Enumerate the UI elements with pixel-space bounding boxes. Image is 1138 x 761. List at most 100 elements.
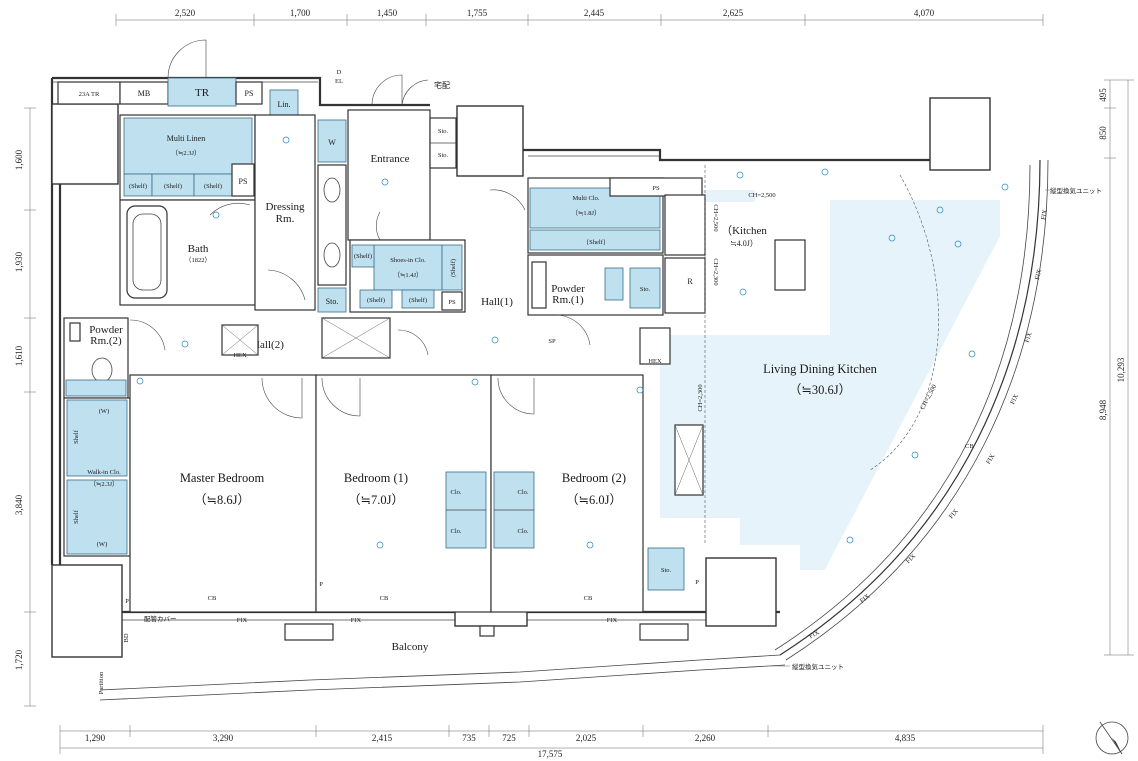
hex-hall2-label: HEX: [233, 352, 247, 359]
bath-label: Bath: [188, 243, 209, 255]
vent-unit-top-label: 縦型換気ユニット: [1050, 186, 1102, 195]
north-compass-icon: [1095, 721, 1129, 755]
balcony-label: Balcony: [392, 641, 429, 653]
tr-label: TR: [195, 87, 210, 99]
master-bedroom: Master Bedroom （≒8.6J） CB: [129, 374, 317, 613]
sto-entrance-2: Sto.: [438, 152, 449, 159]
balcony: Balcony 配管カバー BD Partition 縦型換気ユニット 縦型換気…: [98, 186, 1102, 694]
powder-room-2: Powder Rm.(2): [63, 317, 129, 399]
fix-arc-8: FIX: [859, 593, 872, 605]
bedroom2-label: Bedroom (2): [562, 471, 626, 485]
shelf-linen-2: (Shelf): [164, 183, 182, 190]
multi-linen-label: Multi Linen: [167, 134, 205, 143]
dim-bottom-7: 2,260: [695, 733, 716, 743]
bedroom1-size: （≒7.0J）: [348, 493, 404, 507]
fix-3: FIX: [607, 617, 618, 624]
multi-closet: Multi Clo. （≒1.8J） [Shelf] PS: [527, 177, 703, 254]
column-sw: [51, 564, 123, 658]
walkin-shelf-1: Shelf: [73, 429, 80, 444]
clo-bedroom1-1: Clo.: [450, 489, 461, 496]
pipe-cover-label: 配管カバー: [144, 614, 177, 623]
ch-2500-kitchen-v: CH=2,500: [712, 204, 719, 231]
fix-arc-5: FIX: [985, 453, 997, 466]
left-dimension-line: 1,600 1,930 1,610 3,840 1,720: [14, 107, 36, 707]
hall1-label: Hall(1): [481, 296, 513, 308]
ps-shoes-label: PS: [448, 299, 456, 306]
hall-2: Hall(2) HEX HEX SP: [129, 317, 671, 365]
sto-powder1-label: Sto.: [640, 286, 651, 293]
dim-top-5: 2,445: [584, 8, 605, 18]
kitchen-label-1: （Kitchen: [721, 224, 767, 237]
powder1-label-1: Powder: [551, 283, 585, 295]
vent-unit-bottom-label: 縦型換気ユニット: [792, 662, 844, 671]
cb-master-label: CB: [208, 595, 217, 602]
corner-code-label: 23A TR: [79, 91, 100, 98]
ceiling-light-symbols: [136, 136, 1009, 549]
shelf-shoes-3: (Shelf): [409, 297, 427, 304]
fix-2: FIX: [351, 617, 362, 624]
dressing-room: Dressing Rm. W Sto.: [254, 114, 347, 313]
ch-2500-kitchen: CH=2,500: [748, 192, 775, 199]
hex-ldk-label: HEX: [648, 358, 662, 365]
dim-bottom-4: 735: [462, 733, 476, 743]
walkin-w-label-1: (W): [99, 408, 109, 415]
refrigerator-label: R: [687, 277, 693, 286]
dim-left-1: 1,600: [14, 149, 24, 170]
cb-bedroom1-label: CB: [380, 595, 389, 602]
fix-arc-3: FIX: [1024, 331, 1034, 344]
dim-left-5: 1,720: [14, 649, 24, 670]
shelf-linen-3: (Shelf): [204, 183, 222, 190]
dim-left-4: 3,840: [14, 494, 24, 515]
master-bedroom-label: Master Bedroom: [180, 471, 265, 485]
hall-1: Hall(1): [481, 189, 526, 308]
cb-ldk-label: CB: [965, 443, 974, 450]
entrance-label: Entrance: [370, 153, 409, 165]
dim-bottom-3: 2,415: [372, 733, 393, 743]
column-se: [705, 557, 777, 627]
powder1-label-2: Rm.(1): [552, 294, 584, 306]
fix-arc-4: FIX: [1009, 393, 1020, 406]
walk-in-closet: (W) Walk-in Clo. （≒2.3J） (W) Shelf Shelf: [63, 397, 131, 557]
multi-linen-closet: Multi Linen （≒2.3J） (Shelf) (Shelf) (She…: [119, 114, 256, 201]
clo-bedroom1-2: Clo.: [450, 528, 461, 535]
dim-top-3: 1,450: [377, 8, 398, 18]
shoes-clo-label: Shoes-in Clo.: [390, 257, 426, 264]
fix-arc-7: FIX: [905, 553, 918, 566]
p-bedroom2-label: P: [695, 579, 699, 586]
dressing-label-2: Rm.: [276, 213, 295, 225]
partition-label: Partition: [98, 671, 105, 694]
shelf-shoes-2: (Shelf): [367, 297, 385, 304]
multi-linen-size: （≒2.3J）: [171, 149, 200, 157]
sp-label: SP: [548, 338, 556, 345]
master-bedroom-size: （≒8.6J）: [194, 493, 250, 507]
el-symbol-label: EL: [335, 78, 343, 85]
sto-dressing-label: Sto.: [326, 297, 339, 306]
bedroom-1: Bedroom (1) （≒7.0J） Clo. Clo. CB: [315, 374, 492, 613]
dim-right-2: 850: [1098, 126, 1108, 140]
mb-label: MB: [138, 89, 150, 98]
clo-bedroom2-1: Clo.: [517, 489, 528, 496]
dressing-label-1: Dressing: [265, 201, 305, 213]
shelf-linen-1: (Shelf): [129, 183, 147, 190]
shelf-shoes-vertical: (Shelf): [450, 259, 457, 277]
p-bedroom1-label: P: [319, 581, 323, 588]
bath-size: （1822）: [185, 256, 211, 264]
bottom-dimension-line: 1,290 3,290 2,415 735 725 2,025 2,260 4,…: [59, 725, 1044, 759]
ch-2300-kitchen-v: CH=2,300: [712, 258, 719, 285]
bedroom1-label: Bedroom (1): [344, 471, 408, 485]
p-master-label: P: [125, 598, 129, 605]
column-ne: [929, 97, 991, 171]
sto-bedroom2-label: Sto.: [661, 567, 672, 574]
d-symbol-label: D: [337, 69, 342, 76]
dim-bottom-5: 725: [502, 733, 516, 743]
dim-bottom-8: 4,835: [895, 733, 916, 743]
w-label: W: [328, 138, 336, 147]
clo-bedroom2-2: Clo.: [517, 528, 528, 535]
dim-left-3: 1,610: [14, 345, 24, 366]
bedroom2-size: （≒6.0J）: [566, 493, 622, 507]
shoes-clo-size: （≒1.4J）: [393, 271, 422, 279]
dim-right-3: 8,948: [1098, 399, 1108, 420]
ps-multi-clo-label: PS: [652, 185, 660, 192]
